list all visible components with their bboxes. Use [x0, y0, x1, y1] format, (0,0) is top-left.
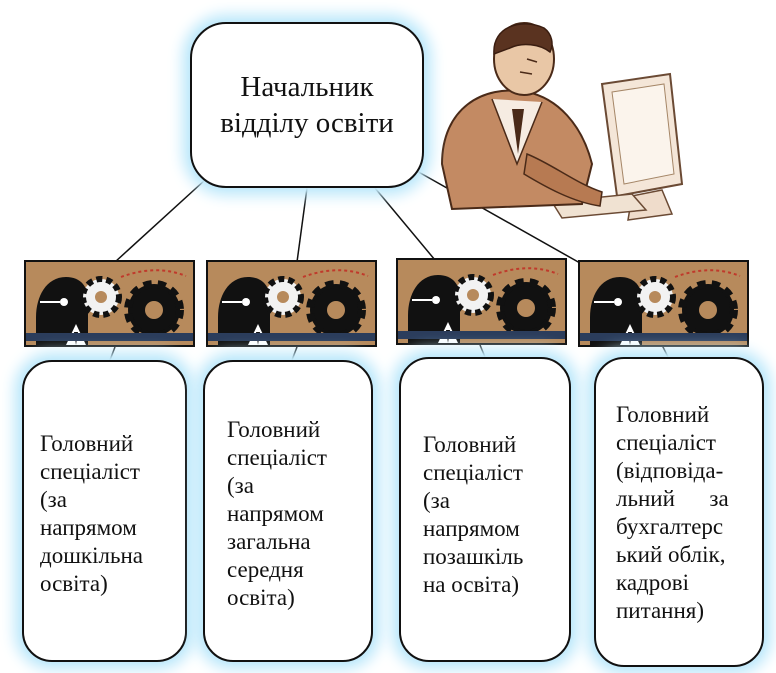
- spec1-line: Головний: [40, 431, 134, 456]
- head-title-line1: Начальник: [240, 71, 374, 103]
- spec3-line: (за: [423, 488, 450, 513]
- specialist-gears-icon: [578, 260, 749, 347]
- spec1-line: спеціаліст: [40, 459, 140, 484]
- spec3-line: позашкіль: [423, 544, 524, 569]
- spec4-line: льний за: [616, 486, 729, 511]
- spec2-line: освіта): [227, 585, 295, 610]
- manager-computer-clipart: [440, 22, 684, 221]
- specialist-gears-icon: [396, 258, 567, 345]
- spec3-line: спеціаліст: [423, 460, 523, 485]
- spec2-line: Головний: [227, 417, 321, 442]
- spec4-line: Головний: [616, 402, 710, 427]
- spec4-line: бухгалтерс: [616, 514, 724, 539]
- spec2-line: напрямом: [227, 501, 324, 526]
- spec4-line: ький облік,: [616, 542, 726, 567]
- head-of-department-box: Начальник відділу освіти: [190, 22, 424, 188]
- spec4-line: спеціаліст: [616, 430, 716, 455]
- spec1-line: напрямом: [40, 515, 137, 540]
- spec1-line: (за: [40, 487, 67, 512]
- specialist-box-general: Головний спеціаліст (за напрямом загальн…: [203, 360, 373, 662]
- spec2-line: (за: [227, 473, 254, 498]
- spec3-line: напрямом: [423, 516, 520, 541]
- head-title-line2: відділу освіти: [220, 107, 394, 139]
- spec3-line: Головний: [423, 432, 517, 457]
- specialist-box-extracurricular: Головний спеціаліст (за напрямом позашкі…: [399, 357, 571, 662]
- spec2-line: спеціаліст: [227, 445, 327, 470]
- specialist-box-accounting: Головний спеціаліст (відповіда- льний за…: [594, 357, 764, 667]
- spec2-line: загальна: [227, 529, 311, 554]
- spec4-line: (відповіда-: [616, 458, 724, 483]
- spec1-line: освіта): [40, 571, 108, 596]
- spec1-line: дошкільна: [40, 543, 143, 568]
- specialist-gears-icon: [206, 260, 377, 347]
- spec4-line: питання): [616, 598, 705, 623]
- specialist-box-preschool: Головний спеціаліст (за напрямом дошкіль…: [22, 360, 187, 662]
- specialist-gears-icon: [24, 260, 195, 347]
- spec2-line: середня: [227, 557, 304, 582]
- spec3-line: на освіта): [423, 572, 519, 597]
- spec4-line: кадрові: [616, 570, 689, 595]
